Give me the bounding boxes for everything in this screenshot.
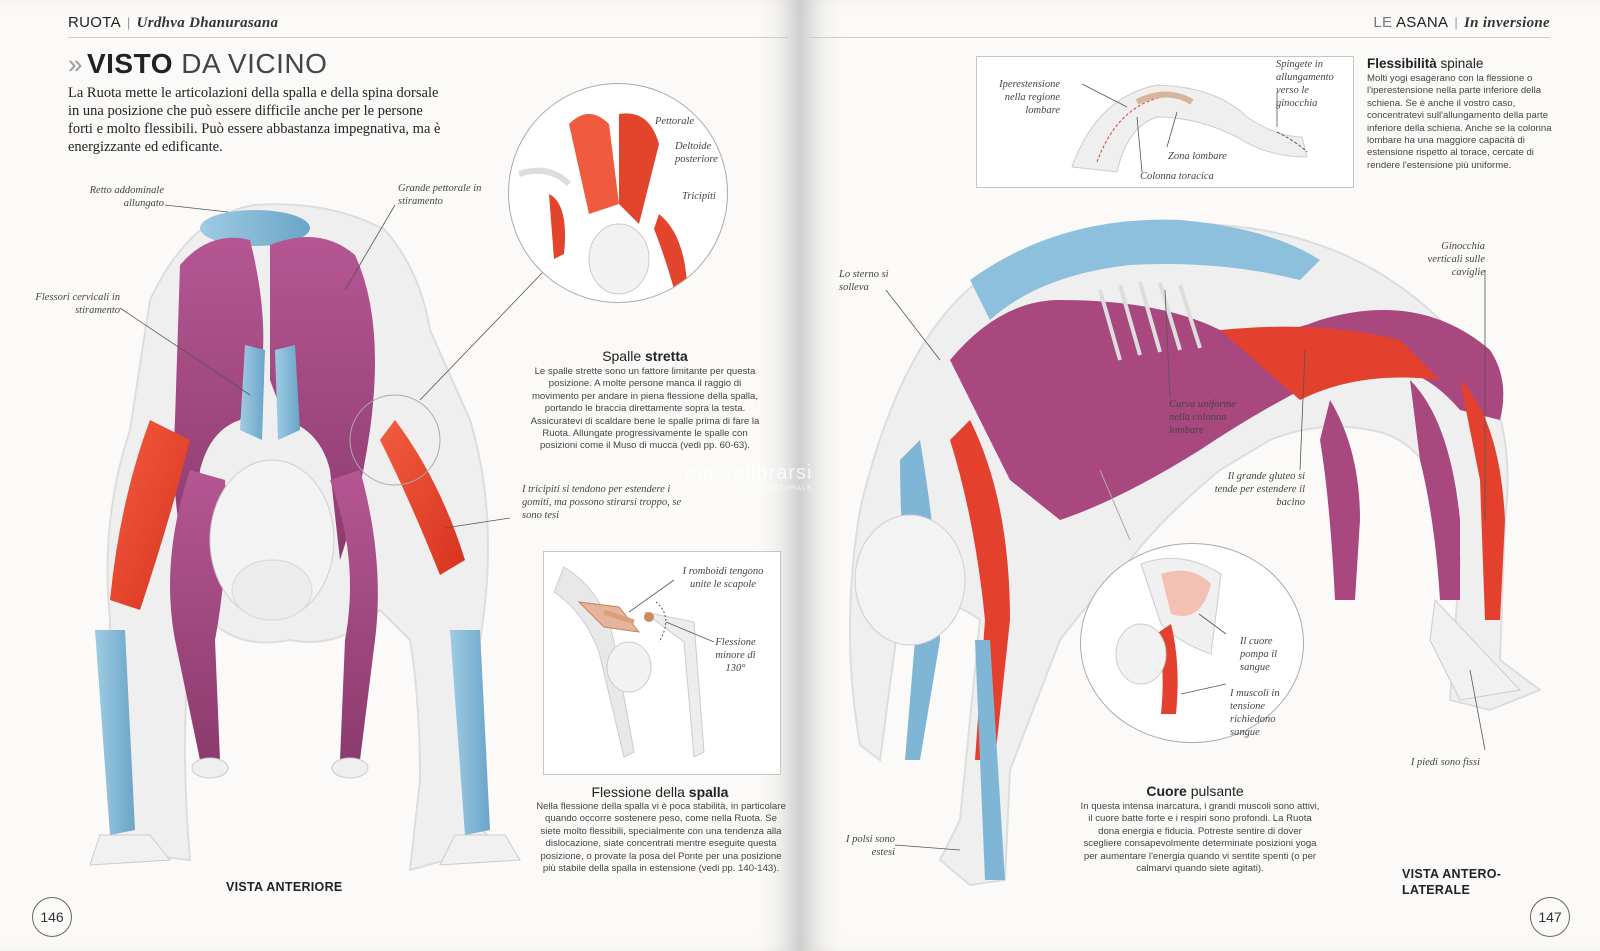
label-tricipiti-note: I tricipiti si tendono per estendere i g… [522, 484, 682, 521]
cuore-text: In questa intensa inarcatura, i grandi m… [1080, 801, 1320, 875]
intro-paragraph: La Ruota mette le articolazioni della sp… [68, 85, 441, 155]
heart-zoom-circle [1080, 543, 1304, 743]
spalle-heading: Spalle stretta [525, 348, 765, 364]
title-light: DA VICINO [181, 48, 328, 79]
running-head-section: RUOTA [68, 14, 121, 31]
flessione-heading-bold: spalla [688, 784, 729, 800]
left-page: RUOTA|Urdhva Dhanurasana »VISTO DA VICIN… [0, 0, 800, 951]
label-iperestensione: Iperestensione nella regione lombare [999, 79, 1060, 116]
caption-vista-antero-laterale: VISTA ANTERO- LATERALE [1402, 866, 1501, 898]
label-ginocchia: Ginocchia verticali sulle caviglie [1427, 241, 1485, 278]
spalle-heading-light: Spalle [602, 348, 642, 364]
caption-line1: VISTA ANTERO- [1402, 867, 1502, 881]
flessibilita-heading-bold: Flessibilità [1367, 56, 1437, 71]
label-flessori-cervicali: Flessori cervicali in stiramento [35, 292, 120, 316]
spine-inset-frame [976, 56, 1354, 188]
watermark-brand: macrolibrarsi [685, 462, 813, 484]
flessione-inset-illustration [553, 566, 715, 758]
page-number-left: 146 [32, 897, 72, 937]
label-muscoli: I muscoli in tensione richiedono sangue [1230, 688, 1280, 738]
head-rule [68, 37, 788, 38]
flessione-inset-frame [543, 551, 781, 775]
label-tricipiti: Tricipiti [682, 191, 716, 202]
right-page: LE ASANA|In inversione Iperestensione ne… [800, 0, 1600, 951]
label-sterno: Lo sterno si solleva [839, 269, 889, 293]
label-flessione-minore: Flessione minore di 130° [715, 637, 756, 674]
flessione-text: Nella flessione della spalla vi è poca s… [536, 801, 786, 875]
label-polsi: I polsi sono estesi [845, 834, 895, 858]
watermark: macrolibrarsi AUTOPRODUZIONE NATURALE [685, 462, 813, 492]
watermark-tagline: AUTOPRODUZIONE NATURALE [685, 485, 813, 492]
running-head-left: RUOTA|Urdhva Dhanurasana [68, 14, 279, 31]
cuore-heading: Cuore pulsante [1070, 783, 1320, 799]
page-title: »VISTO DA VICINO [68, 48, 327, 80]
label-zona-lombare: Zona lombare [1168, 151, 1227, 162]
label-piedi: I piedi sono fissi [1410, 757, 1480, 768]
front-view-illustration [89, 203, 546, 872]
spalle-heading-bold: stretta [645, 348, 688, 364]
flessibilita-heading: Flessibilità spinale [1367, 56, 1483, 71]
label-cuore-pompa: Il cuore pompa il sangue [1240, 636, 1278, 673]
shoulder-zoom-circle [508, 83, 728, 303]
running-head-le: LE [1373, 14, 1393, 31]
running-head-asana: ASANA [1395, 14, 1449, 31]
running-head-sanskrit: Urdhva Dhanurasana [136, 15, 279, 31]
label-grande-pettorale: Grande pettorale in stiramento [398, 183, 482, 207]
running-head-sub: In inversione [1464, 15, 1550, 31]
flessione-heading-light: Flessione della [591, 784, 685, 800]
cuore-heading-light: pulsante [1190, 783, 1244, 799]
flessione-heading: Flessione della spalla [535, 784, 785, 800]
caption-vista-anteriore: VISTA ANTERIORE [226, 880, 343, 894]
heart-zoom-illustration [1115, 557, 1227, 714]
label-retto-addominale: Retto addominale allungato [89, 185, 164, 209]
label-spingete: Spingete in allungamento verso le ginocc… [1276, 59, 1334, 109]
cuore-heading-bold: Cuore [1146, 783, 1187, 799]
flessibilita-heading-light: spinale [1440, 56, 1484, 71]
label-gluteo: Il grande gluteo si tende per estendere … [1214, 471, 1305, 508]
label-curva: Curva uniforme nella colonna lombare [1169, 399, 1236, 436]
shoulder-zoom-illustration [518, 113, 687, 295]
title-marker: » [68, 49, 83, 79]
caption-line2: LATERALE [1402, 883, 1471, 897]
label-colonna-toracica: Colonna toracica [1140, 171, 1214, 182]
page-number-right: 147 [1530, 897, 1570, 937]
label-deltoide: Deltoide posteriore [675, 141, 718, 165]
head-rule-right [810, 37, 1550, 38]
spine-inset-illustration [1071, 83, 1308, 173]
spalle-text: Le spalle strette sono un fattore limita… [530, 366, 760, 452]
flessibilita-text: Molti yogi esagerano con la flessione o … [1367, 73, 1552, 171]
title-bold: VISTO [86, 48, 173, 79]
label-romboidi: I romboidi tengono unite le scapole [682, 566, 764, 590]
antero-lateral-illustration [849, 219, 1543, 887]
running-head-right: LE ASANA|In inversione [1373, 14, 1550, 31]
label-pettorale: Pettorale [655, 116, 695, 127]
